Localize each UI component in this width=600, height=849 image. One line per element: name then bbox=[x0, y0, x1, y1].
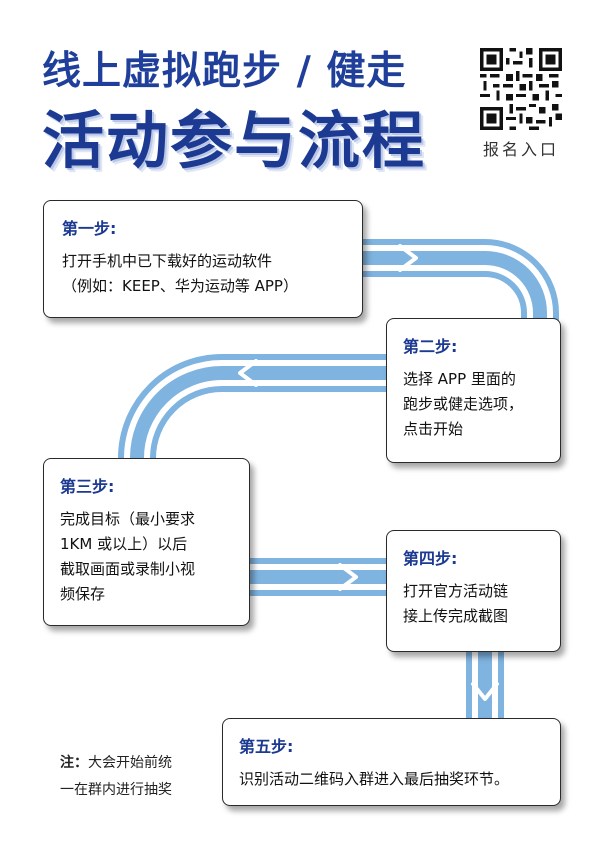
arrow-down-icon bbox=[471, 682, 499, 701]
step-3-line-1: 完成目标（最小要求 bbox=[60, 510, 196, 528]
note-label: 注： bbox=[60, 755, 88, 771]
arrow-right-icon-2 bbox=[338, 563, 358, 591]
title-line-2: 活动参与流程 bbox=[42, 104, 427, 177]
step-2-title: 第二步: bbox=[403, 337, 458, 356]
step-card-4: 第四步: 打开官方活动链 接上传完成截图 bbox=[386, 530, 561, 652]
step-2-line-3: 点击开始 bbox=[403, 420, 464, 438]
step-5-title: 第五步: bbox=[239, 737, 294, 756]
qr-label: 报名入口 bbox=[482, 140, 559, 159]
step-3-line-4: 频保存 bbox=[60, 585, 106, 603]
step-card-5: 第五步: 识别活动二维码入群进入最后抽奖环节。 bbox=[222, 718, 561, 806]
title-line-1: 线上虚拟跑步 / 健走 bbox=[42, 49, 407, 94]
step-4-title: 第四步: bbox=[403, 549, 458, 568]
step-4-line-2: 接上传完成截图 bbox=[403, 607, 509, 625]
step-3-title: 第三步: bbox=[60, 477, 115, 496]
step-4-line-1: 打开官方活动链 bbox=[403, 582, 509, 600]
step-card-1: 第一步: 打开手机中已下载好的运动软件 （例如：KEEP、华为运动等 APP） bbox=[43, 200, 363, 318]
step-card-2: 第二步: 选择 APP 里面的 跑步或健走选项， 点击开始 bbox=[386, 318, 561, 463]
step-3-line-3: 截取画面或录制小视 bbox=[60, 560, 196, 578]
arrow-left-icon bbox=[238, 359, 258, 387]
step-card-3: 第三步: 完成目标（最小要求 1KM 或以上）以后 截取画面或录制小视 频保存 bbox=[43, 458, 250, 626]
step-2-line-1: 选择 APP 里面的 bbox=[403, 370, 516, 388]
note-line-2: 一在群内进行抽奖 bbox=[60, 782, 172, 798]
step-1-line-2: （例如：KEEP、华为运动等 APP） bbox=[62, 277, 298, 295]
step-1-line-1: 打开手机中已下载好的运动软件 bbox=[62, 252, 273, 270]
step-5-line-1: 识别活动二维码入群进入最后抽奖环节。 bbox=[239, 770, 510, 788]
step-2-line-2: 跑步或健走选项， bbox=[403, 395, 524, 413]
step-1-title: 第一步: bbox=[62, 219, 117, 238]
arrow-right-icon bbox=[398, 244, 418, 272]
qr-code-icon[interactable] bbox=[480, 48, 562, 130]
note: 注：大会开始前统 一在群内进行抽奖 bbox=[60, 750, 172, 804]
step-3-line-2: 1KM 或以上）以后 bbox=[60, 535, 188, 553]
note-line-1: 大会开始前统 bbox=[88, 755, 172, 771]
